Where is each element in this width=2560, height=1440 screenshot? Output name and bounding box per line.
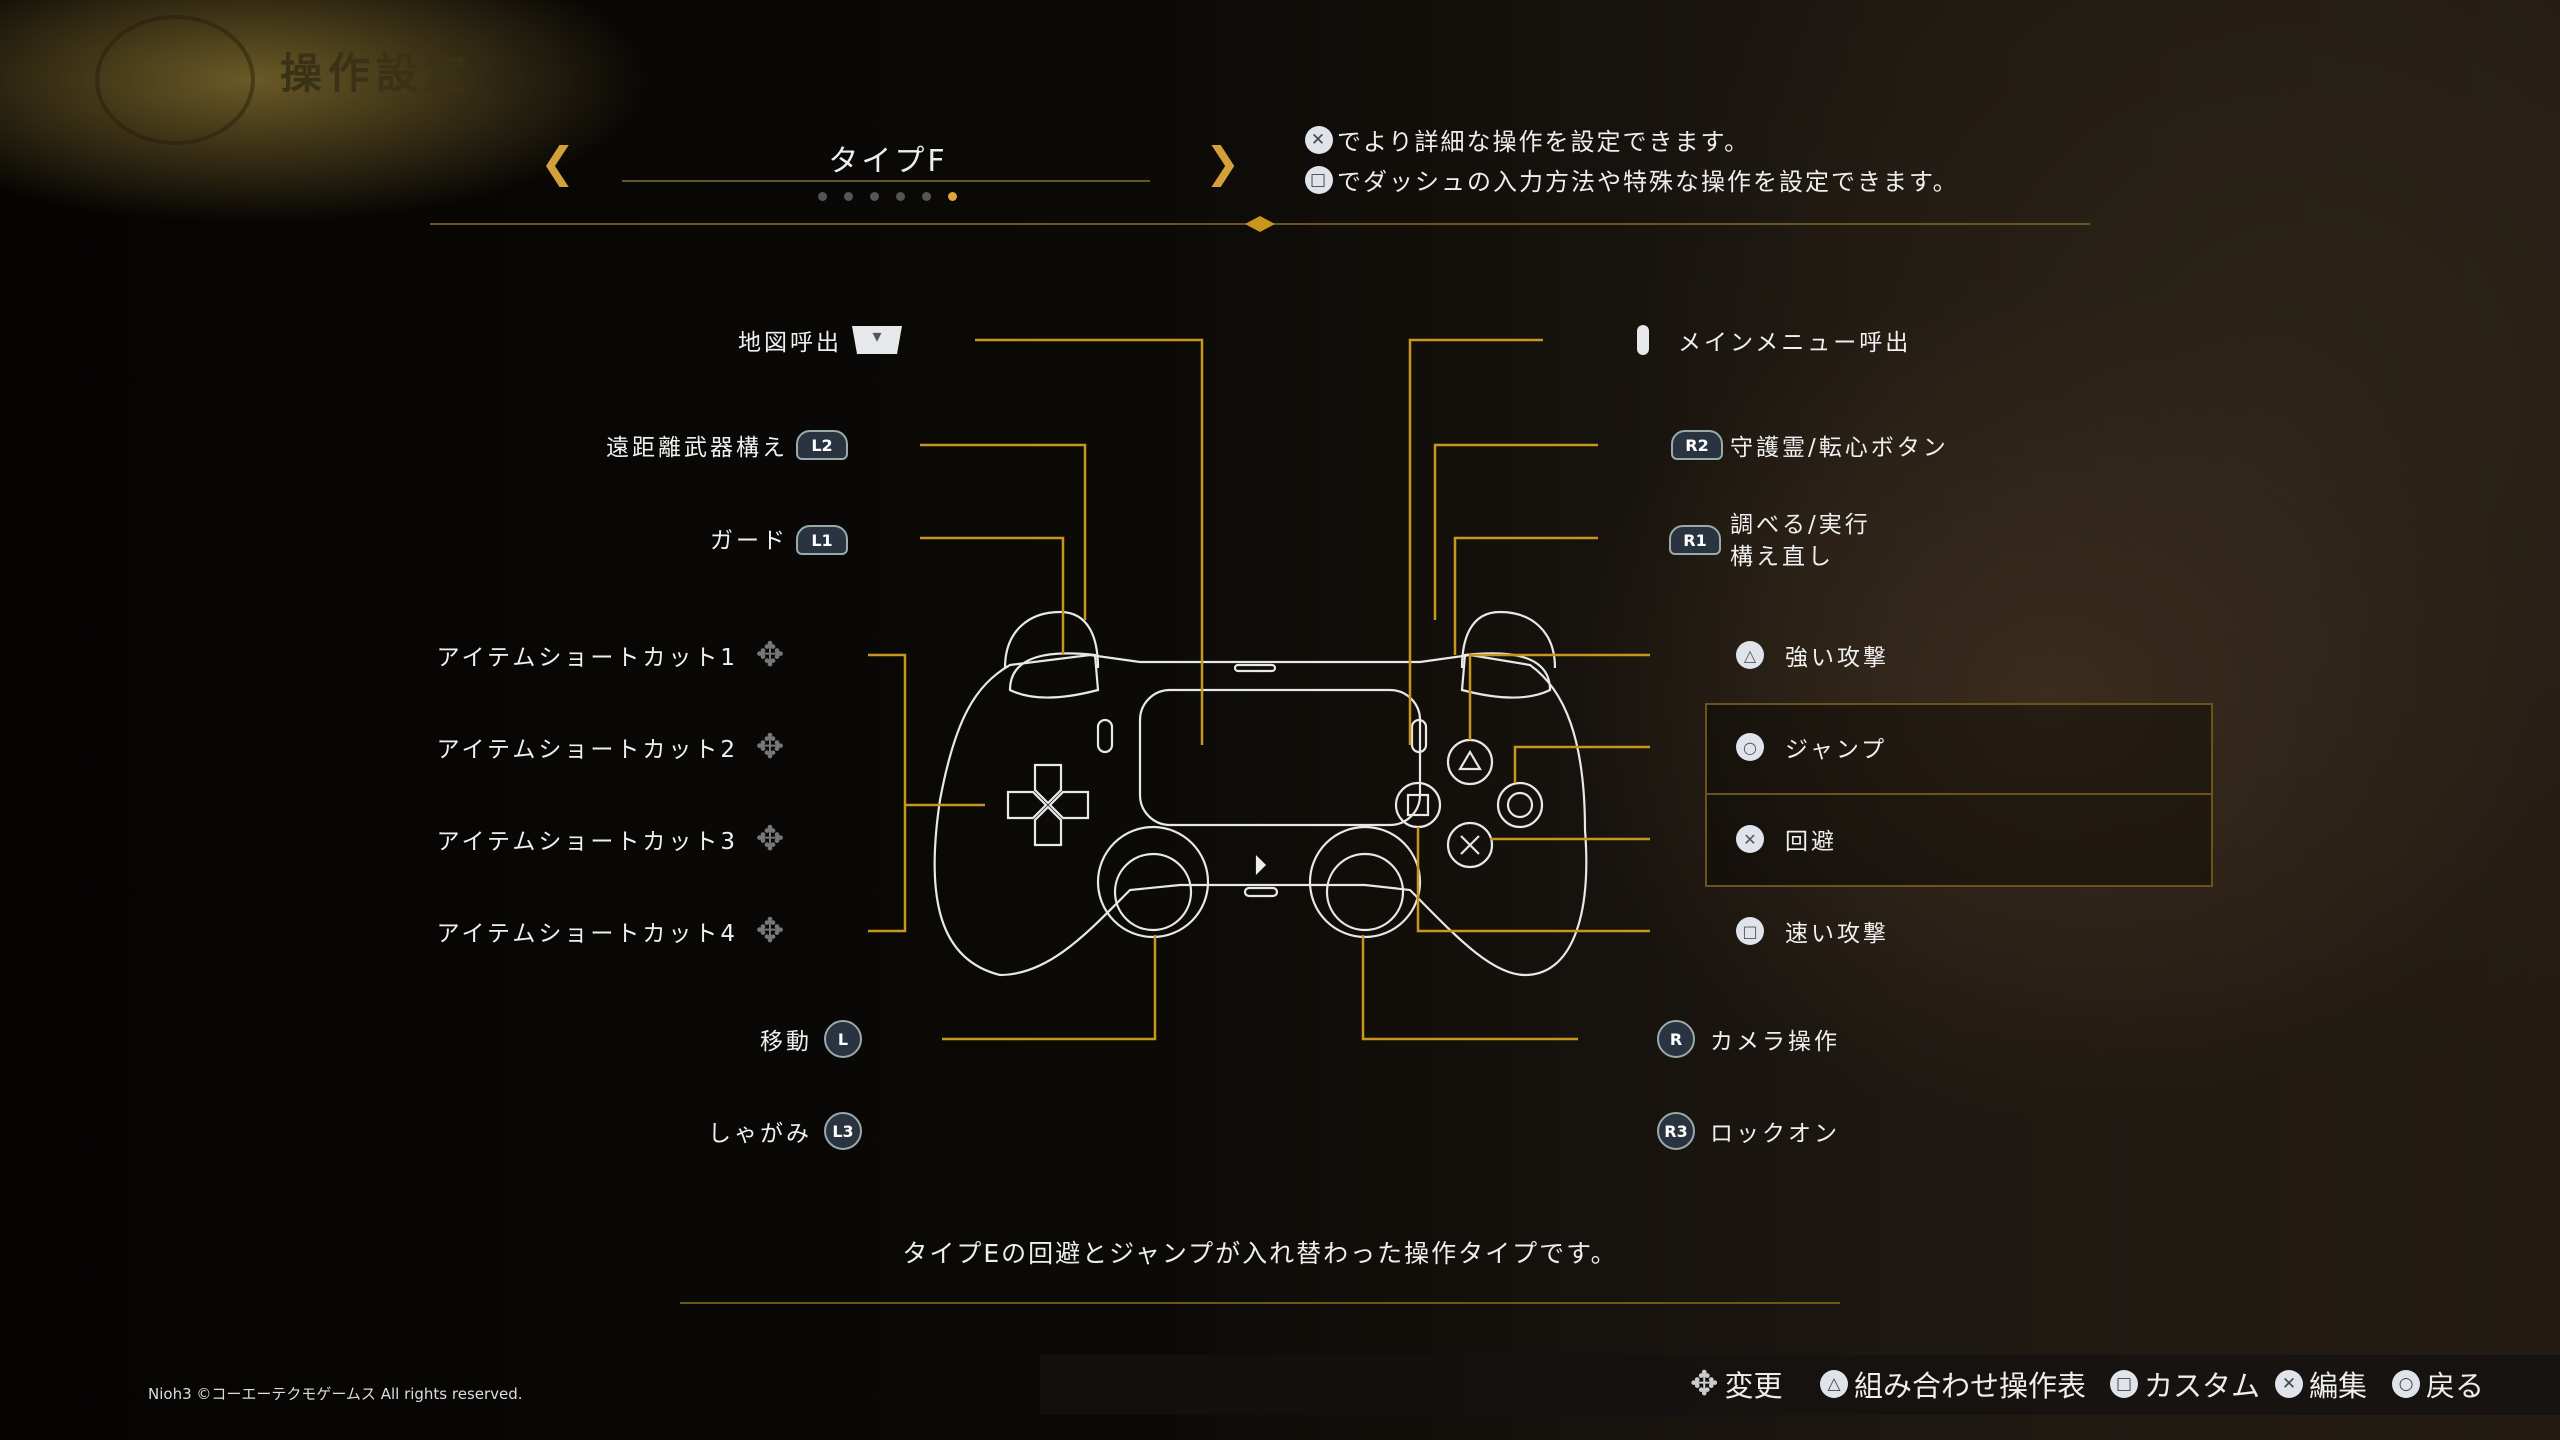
action-lock-on[interactable]: ロックオン — [1710, 1121, 1840, 1147]
type-description: タイプEの回避とジャンプが入れ替わった操作タイプです。 — [902, 1239, 1618, 1268]
settings-emblem-icon — [95, 15, 255, 145]
action-item-shortcut-4[interactable]: アイテムショートカット4 — [436, 921, 738, 947]
action-restance[interactable]: 構え直し — [1730, 544, 1834, 570]
circle-button-icon: ○ — [1736, 733, 1764, 761]
footer-bar — [1040, 1355, 2560, 1415]
description-divider — [680, 1302, 1840, 1304]
action-item-shortcut-1[interactable]: アイテムショートカット1 — [436, 645, 738, 671]
divider-diamond-icon — [1245, 216, 1275, 232]
r1-button-icon: R1 — [1669, 525, 1721, 555]
left-stick-icon: L — [824, 1020, 862, 1058]
square-button-icon: □ — [2110, 1370, 2138, 1398]
triangle-button-icon: △ — [1820, 1370, 1848, 1398]
r3-button-icon: R3 — [1657, 1112, 1695, 1150]
action-ranged-weapon[interactable]: 遠距離武器構え — [606, 435, 788, 461]
action-quick-attack[interactable]: 速い攻撃 — [1785, 921, 1889, 947]
cross-button-icon: ✕ — [1305, 125, 1333, 154]
info-line-2: □でダッシュの入力方法や特殊な操作を設定できます。 — [1305, 162, 1959, 197]
action-jump[interactable]: ジャンプ — [1785, 737, 1888, 763]
action-move[interactable]: 移動 — [760, 1029, 812, 1055]
copyright: Nioh3 ©コーエーテクモゲームス All rights reserved. — [148, 1385, 523, 1403]
page-dot — [818, 192, 827, 201]
page-indicator — [818, 192, 957, 201]
page-dot — [896, 192, 905, 201]
page-title: 操作設定 — [280, 49, 473, 98]
connector-lines — [868, 338, 1650, 1041]
action-camera[interactable]: カメラ操作 — [1710, 1029, 1840, 1055]
info-line-1: ✕でより詳細な操作を設定できます。 — [1305, 122, 1750, 157]
next-type-button[interactable]: ❯ — [1205, 138, 1241, 187]
action-map[interactable]: 地図呼出 — [738, 330, 842, 356]
footer-edit-button[interactable]: ✕編集 — [2275, 1363, 2367, 1405]
controller-outline — [933, 610, 1588, 977]
page-dot — [922, 192, 931, 201]
dpad-icon: ✥ — [1690, 1364, 1719, 1404]
r2-button-icon: R2 — [1671, 430, 1723, 460]
cross-button-icon: ✕ — [1736, 825, 1764, 853]
dpad-right-icon: ✥ — [755, 819, 785, 859]
options-button-icon — [1637, 325, 1649, 355]
dpad-down-icon: ✥ — [755, 911, 785, 951]
dpad-up-icon: ✥ — [755, 635, 785, 675]
highlight-jump-row — [1705, 703, 2213, 795]
footer-back-button[interactable]: ○戻る — [2392, 1363, 2484, 1405]
cross-button-icon: ✕ — [2275, 1370, 2303, 1398]
action-guardian-spirit[interactable]: 守護霊/転心ボタン — [1730, 435, 1949, 461]
l1-button-icon: L1 — [796, 525, 848, 555]
l3-button-icon: L3 — [824, 1112, 862, 1150]
dpad-left-icon: ✥ — [755, 727, 785, 767]
type-underline — [622, 180, 1150, 182]
type-label: タイプF — [828, 144, 948, 179]
prev-type-button[interactable]: ❮ — [540, 138, 576, 187]
action-dodge[interactable]: 回避 — [1785, 829, 1837, 855]
action-crouch[interactable]: しゃがみ — [708, 1121, 812, 1147]
footer-change-button[interactable]: ✥変更 — [1690, 1364, 1783, 1404]
action-guard[interactable]: ガード — [710, 528, 788, 554]
page-dot-active — [948, 192, 957, 201]
action-item-shortcut-3[interactable]: アイテムショートカット3 — [436, 829, 738, 855]
square-button-icon: □ — [1736, 917, 1764, 945]
highlight-dodge-row — [1705, 793, 2213, 887]
page-dot — [870, 192, 879, 201]
footer-custom-button[interactable]: □カスタム — [2110, 1363, 2260, 1405]
circle-button-icon: ○ — [2392, 1370, 2420, 1398]
right-stick-icon: R — [1657, 1020, 1695, 1058]
action-item-shortcut-2[interactable]: アイテムショートカット2 — [436, 737, 738, 763]
action-examine[interactable]: 調べる/実行 — [1730, 512, 1871, 538]
square-button-icon: □ — [1305, 165, 1333, 194]
action-strong-attack[interactable]: 強い攻撃 — [1785, 645, 1889, 671]
touchpad-icon: ▾ — [852, 326, 902, 354]
triangle-button-icon: △ — [1736, 641, 1764, 669]
l2-button-icon: L2 — [796, 430, 848, 460]
playstation-logo-icon: ⏵ — [1253, 849, 1267, 882]
footer-combo-table-button[interactable]: △組み合わせ操作表 — [1820, 1363, 2086, 1405]
page-dot — [844, 192, 853, 201]
action-main-menu[interactable]: メインメニュー呼出 — [1678, 330, 1912, 356]
